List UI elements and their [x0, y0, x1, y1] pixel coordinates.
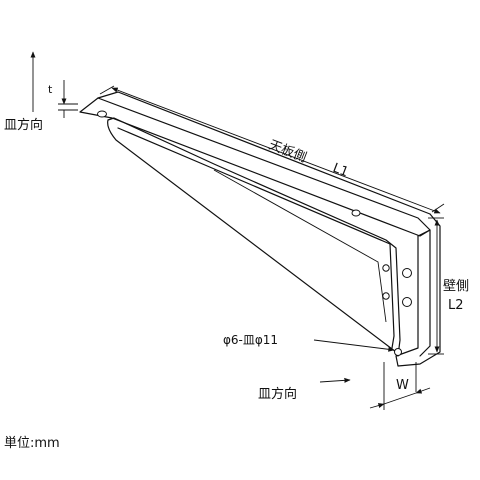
- length-1-label: L1: [331, 161, 351, 181]
- brace-outer-edge: [107, 117, 401, 357]
- length-2-label: L2: [448, 298, 464, 313]
- brace-inner-edge: [107, 119, 397, 353]
- w-dim-line: [369, 403, 385, 409]
- width-label: W: [396, 378, 409, 393]
- top-side-label: 天板側: [267, 138, 309, 166]
- hole-spec-leader: [313, 339, 395, 352]
- hole-wall-2: [402, 268, 412, 278]
- bracket-body: [79, 91, 441, 367]
- top-arm-outline: [79, 97, 431, 237]
- thickness-label: t: [48, 83, 53, 96]
- hole-wall-5: [394, 348, 402, 356]
- hole-wall-3: [382, 292, 390, 300]
- top-arm-top-edge: [97, 91, 431, 215]
- plate-direction-lower-label: 皿方向: [258, 386, 297, 402]
- brace-web-edge: [117, 127, 395, 349]
- wall-plate-outline: [395, 213, 441, 367]
- dimensions: [58, 80, 445, 410]
- hole-top-front: [97, 110, 107, 118]
- wall-side-label: 壁側: [443, 279, 469, 294]
- plate-direction-upper-label: 皿方向: [4, 117, 43, 133]
- l1-dim-line: [111, 87, 441, 214]
- brace-stiffener-line: [213, 169, 387, 323]
- hole-wall-1: [382, 264, 390, 272]
- hole-spec-label: φ6-皿φ11: [223, 333, 278, 347]
- unit-label: 単位:mm: [4, 435, 60, 451]
- hole-wall-4: [402, 297, 412, 307]
- hole-top-rear: [351, 209, 361, 217]
- plate-direction-right-arrow: [319, 377, 351, 383]
- wall-plate-inner-edge: [417, 229, 431, 357]
